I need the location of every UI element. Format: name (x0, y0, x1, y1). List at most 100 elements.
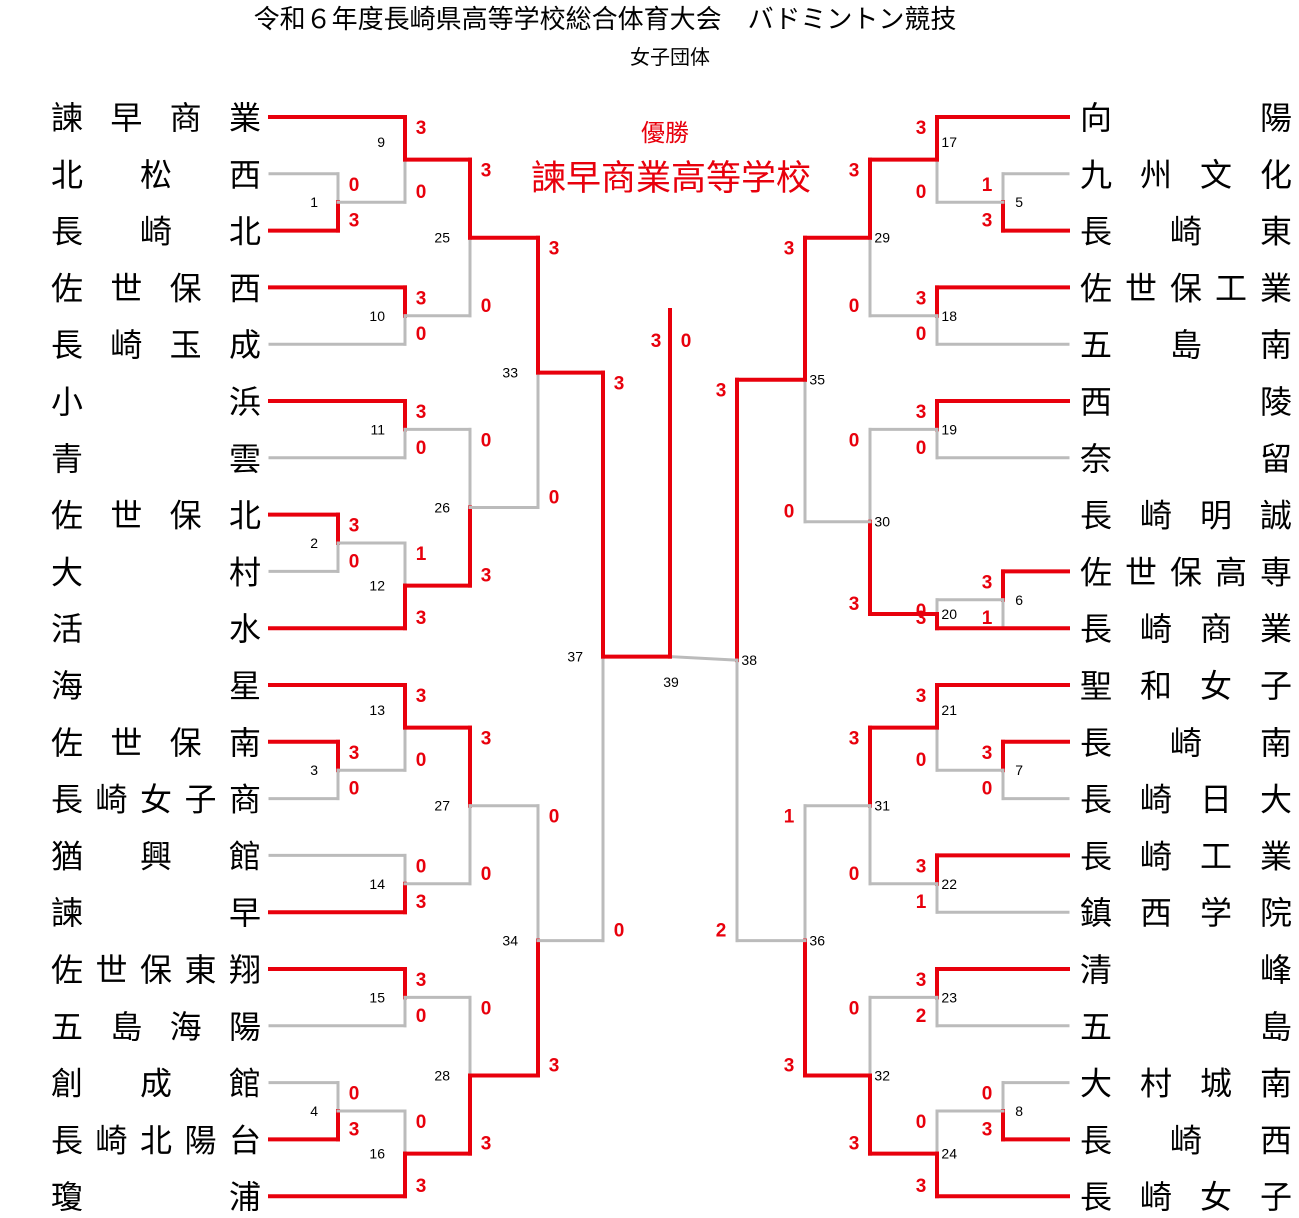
m13-score-bottom: 0 (416, 750, 427, 771)
m17-score-bottom: 0 (916, 182, 927, 203)
m37-number: 37 (567, 649, 583, 665)
left-team-9: 大村 (51, 553, 261, 591)
left-team-1: 諫早商業 (51, 99, 261, 137)
m3-score-top: 3 (349, 743, 360, 764)
m22-score-bottom: 1 (916, 892, 927, 913)
left-team-3: 長崎北 (51, 213, 261, 251)
m14-number: 14 (369, 876, 385, 892)
m22-number: 22 (941, 876, 957, 892)
right-team-16: 清峰 (1080, 951, 1292, 989)
champion-label: 優勝 (641, 119, 689, 147)
m24-score-bottom: 3 (916, 1176, 927, 1197)
m35-score-top: 3 (784, 239, 795, 260)
m5-number: 5 (1015, 194, 1023, 210)
m13-number: 13 (369, 702, 385, 718)
right-team-3: 長崎東 (1080, 213, 1292, 251)
m5-score-top: 1 (982, 175, 993, 196)
left-team-6: 小浜 (51, 383, 261, 421)
right-team-14: 長崎工業 (1080, 837, 1292, 875)
bracket-labels: 諫早商業北松西長崎北佐世保西長崎玉成小浜青雲佐世保北大村活水海星佐世保南長崎女子… (51, 99, 1292, 1216)
m19-score-top: 3 (916, 402, 927, 423)
left-team-17: 五島海陽 (51, 1008, 261, 1046)
m36-score-bottom: 3 (784, 1056, 795, 1077)
right-team-11: 聖和女子 (1080, 667, 1292, 705)
m23-score-top: 3 (916, 970, 927, 991)
m20-score-top: 0 (916, 601, 927, 622)
m10-score-bottom: 0 (416, 324, 427, 345)
m11-score-top: 3 (416, 402, 427, 423)
m32-number: 32 (874, 1068, 890, 1084)
m39-score-left: 3 (651, 331, 662, 352)
left-team-19: 長崎北陽台 (51, 1121, 261, 1159)
m9-score-top: 3 (416, 118, 427, 139)
m34-number: 34 (502, 933, 518, 949)
right-team-10: 長崎商業 (1080, 610, 1292, 648)
m3-score-bottom: 0 (349, 779, 360, 800)
m7-score-top: 3 (982, 743, 993, 764)
m16-score-top: 0 (416, 1112, 427, 1133)
left-team-12: 佐世保南 (51, 724, 261, 762)
left-team-2: 北松西 (51, 156, 261, 194)
left-team-14: 猶興館 (51, 837, 261, 875)
right-team-8: 長崎明誠 (1080, 497, 1292, 535)
m16-number: 16 (369, 1146, 385, 1162)
m30-score-top: 0 (849, 430, 860, 451)
m2-number: 2 (310, 535, 318, 551)
right-team-13: 長崎日大 (1080, 781, 1292, 819)
m8-score-top: 0 (982, 1084, 993, 1105)
m33-score-bottom: 0 (549, 488, 560, 509)
m35-number: 35 (809, 372, 825, 388)
m14-score-bottom: 3 (416, 892, 427, 913)
m24-number: 24 (941, 1146, 957, 1162)
left-team-15: 諫早 (51, 894, 261, 932)
right-team-1: 向陽 (1080, 99, 1292, 137)
m27-score-top: 3 (481, 729, 492, 750)
m13-score-top: 3 (416, 686, 427, 707)
m1-score-top: 0 (349, 175, 360, 196)
m26-number: 26 (434, 500, 450, 516)
m39-score-right: 0 (681, 331, 692, 352)
m11-score-bottom: 0 (416, 438, 427, 459)
right-team-12: 長崎南 (1080, 724, 1292, 762)
m29-score-bottom: 0 (849, 296, 860, 317)
m12-number: 12 (369, 578, 385, 594)
left-team-11: 海星 (51, 667, 261, 705)
m2-score-top: 3 (349, 516, 360, 537)
right-team-5: 五島南 (1080, 326, 1292, 364)
right-team-7: 奈留 (1080, 440, 1292, 478)
m34-score-bottom: 3 (549, 1056, 560, 1077)
m6-score-top: 3 (982, 572, 993, 593)
m25-score-top: 3 (481, 161, 492, 182)
m11-number: 11 (370, 421, 385, 437)
m34-score-top: 0 (549, 807, 560, 828)
right-team-17: 五島 (1080, 1008, 1292, 1046)
m27-number: 27 (434, 798, 450, 814)
champion-name: 諫早商業高等学校 (531, 159, 811, 199)
m30-score-bottom: 3 (849, 594, 860, 615)
m2-score-bottom: 0 (349, 551, 360, 572)
m28-score-bottom: 3 (481, 1134, 492, 1155)
m39-right-line (668, 655, 739, 662)
right-team-6: 西陵 (1080, 383, 1292, 421)
m28-score-top: 0 (481, 998, 492, 1019)
m20-number: 20 (941, 606, 957, 622)
m21-score-bottom: 0 (916, 750, 927, 771)
m23-score-bottom: 2 (916, 1006, 927, 1027)
right-team-20: 長崎女子 (1080, 1178, 1292, 1216)
m26-score-bottom: 3 (481, 566, 492, 587)
m25-score-bottom: 0 (481, 296, 492, 317)
m21-number: 21 (941, 702, 957, 718)
m15-score-top: 3 (416, 970, 427, 991)
m3-number: 3 (310, 762, 318, 778)
m6-score-bottom: 1 (982, 608, 993, 629)
m17-number: 17 (941, 134, 957, 150)
m8-number: 8 (1015, 1103, 1023, 1119)
m10-score-top: 3 (416, 288, 427, 309)
m37-score-bottom: 0 (614, 921, 625, 942)
m5-score-bottom: 3 (982, 211, 993, 232)
m22-score-top: 3 (916, 856, 927, 877)
m12-score-top: 1 (416, 544, 427, 565)
m1-number: 1 (310, 194, 318, 210)
m12-score-bottom: 3 (416, 608, 427, 629)
